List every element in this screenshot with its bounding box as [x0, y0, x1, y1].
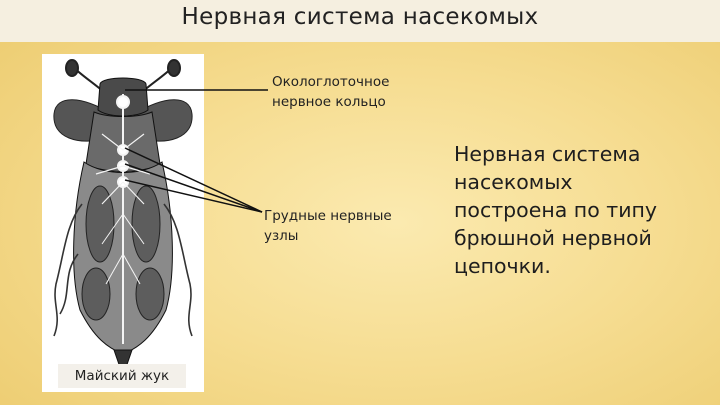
main-description: Нервная система насекомых построена по т…	[454, 142, 658, 278]
thorax-pointer-line-3	[124, 179, 263, 213]
thorax-pointer-line-2	[124, 163, 263, 213]
malpighian-tubules	[53, 203, 193, 337]
beetle-tail	[113, 349, 133, 378]
figure-caption: Майский жук	[58, 364, 186, 388]
label-thoracic-ganglia: Грудные нервные узлы	[264, 208, 392, 244]
label-circumpharyngeal-ring: Окологлоточное нервное кольцо	[272, 74, 390, 110]
cerebral-ganglion	[116, 95, 130, 109]
internal-organs	[81, 185, 165, 321]
beetle-illustration	[42, 54, 204, 392]
slide-title: Нервная система насекомых	[181, 4, 539, 30]
nerve-cord	[95, 94, 151, 344]
title-bar	[0, 0, 720, 42]
thorax-pointer-line-1	[124, 147, 263, 213]
beetle-drawing	[53, 59, 193, 378]
